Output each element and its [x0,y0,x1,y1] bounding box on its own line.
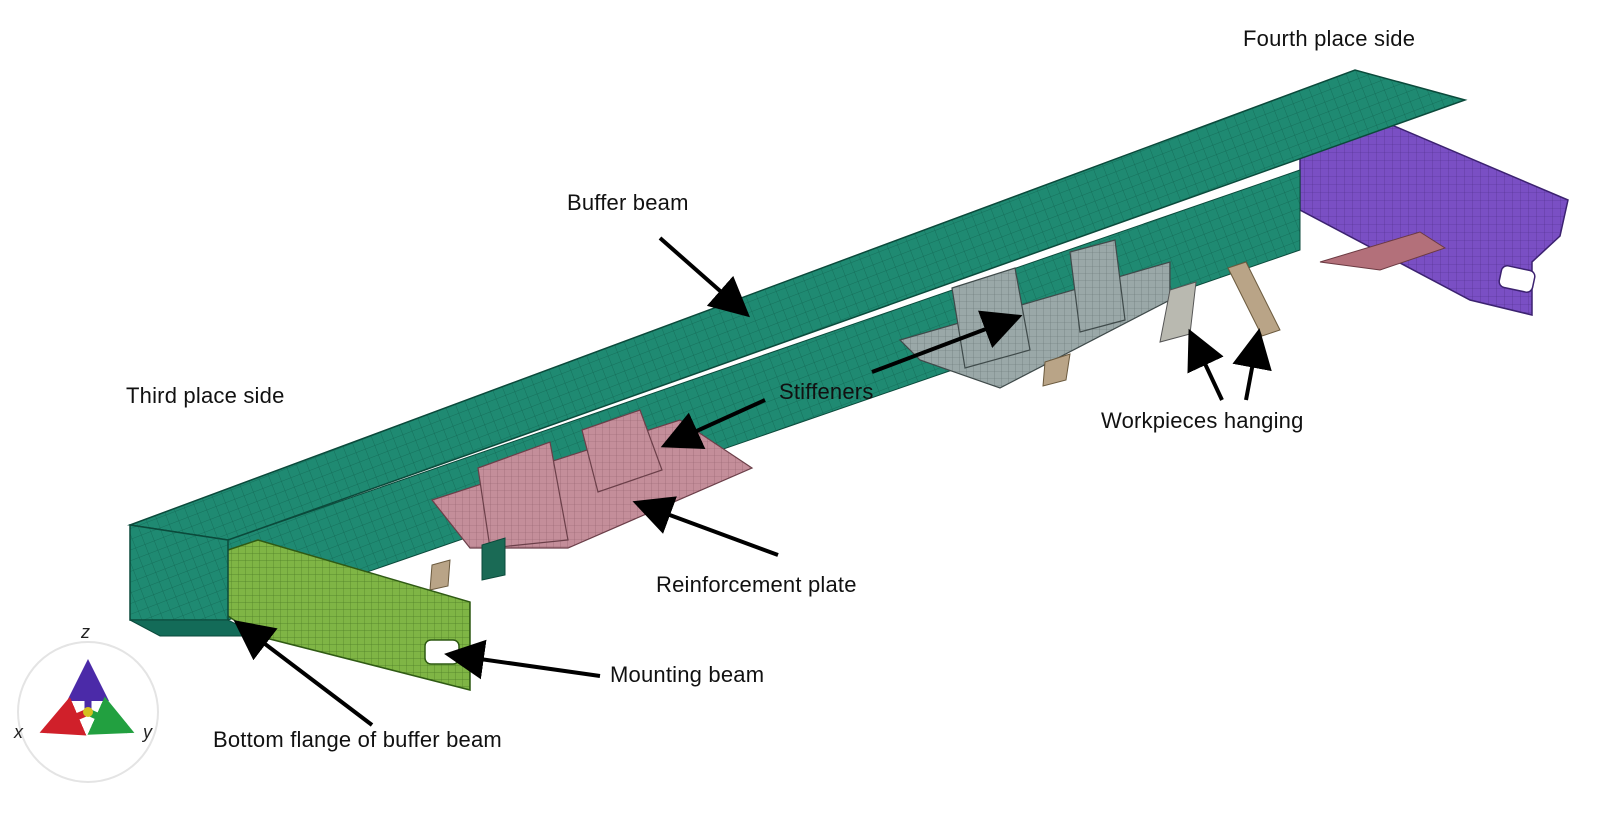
arrow-reinforcement [632,496,779,557]
reinforcement-plate-assembly [429,409,754,591]
arrow-bottom-flange [233,620,374,727]
label-buffer-beam: Buffer beam [567,190,689,215]
label-workpieces-hanging: Workpieces hanging [1101,408,1304,433]
arrow-stiffener-left [660,398,766,449]
label-third-place-side: Third place side [126,383,285,408]
label-fourth-place-side: Fourth place side [1243,26,1416,51]
fourth-side-bracket [1319,231,1447,271]
arrow-workpiece-1 [1187,328,1224,401]
arrow-mounting-beam [444,639,601,680]
buffer-beam-web [227,169,1301,621]
axis-label-x: x [14,722,23,742]
workpieces-hanging [1159,261,1281,343]
leader-arrows [233,236,1272,727]
label-stiffeners: Stiffeners [779,379,874,404]
axis-triad [17,641,159,783]
buffer-beam-end-face [129,524,229,621]
arrow-buffer-beam [658,236,751,318]
label-mounting-beam: Mounting beam [610,662,765,687]
axis-label-z: z [81,622,90,642]
label-reinforcement-plate: Reinforcement plate [656,572,857,597]
axis-label-y: y [143,722,152,742]
arrow-stiffener-middle [871,310,1023,374]
label-bottom-flange: Bottom flange of buffer beam [213,727,502,752]
mounting-beam-fourth-side [1299,119,1569,316]
middle-stiffeners [898,239,1171,389]
arrow-workpiece-2 [1232,328,1272,401]
